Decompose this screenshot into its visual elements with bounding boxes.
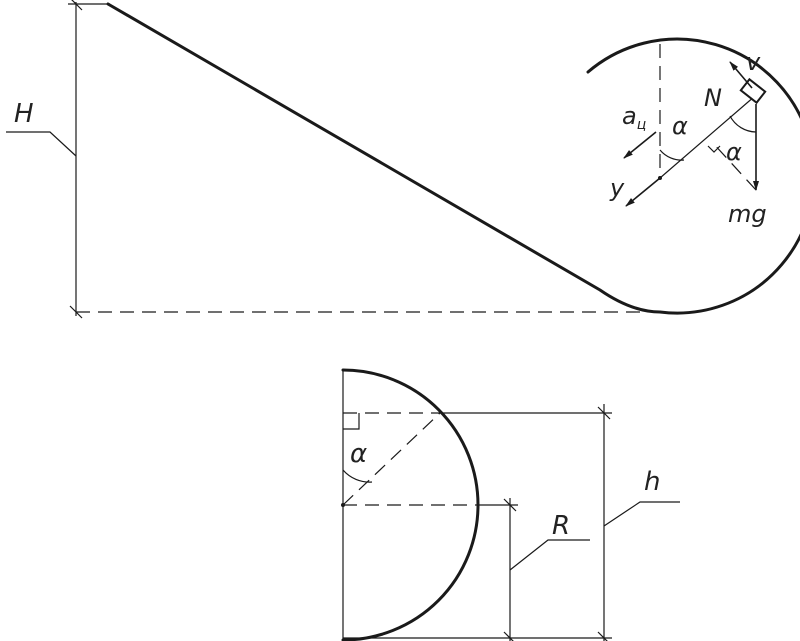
angle-arc-center: [659, 149, 685, 161]
height-label-leader: [6, 131, 77, 157]
radius-label: R: [552, 511, 570, 541]
centripetal-acceleration-symbol: a: [622, 102, 637, 130]
radius-line: [659, 95, 756, 179]
track-incline-and-loop: [106, 2, 800, 315]
upper-figure: H v N mg α α aц y: [6, 0, 800, 319]
h-label-leader: [603, 501, 680, 527]
lower-radius-dashed: [342, 412, 441, 506]
centripetal-acceleration-label: aц: [622, 102, 646, 133]
velocity-arrow: [729, 61, 753, 89]
centripetal-acceleration-subscript: ц: [637, 117, 647, 133]
h-dimension-top-tick: [597, 406, 611, 420]
lower-angle-label: α: [350, 439, 367, 469]
angle-label-center: α: [672, 112, 688, 140]
radius-dimension-bottom-tick: [503, 631, 514, 641]
sliding-body: [739, 77, 767, 105]
velocity-label: v: [746, 48, 761, 76]
height-dimension-top-tick: [71, 0, 83, 11]
right-angle-mark-lower: [343, 413, 360, 430]
h-label: h: [644, 467, 660, 497]
right-angle-mark-upper: [707, 145, 721, 153]
h-dimension-bottom-tick: [597, 631, 608, 641]
lower-angle-arc: [342, 469, 373, 483]
y-axis-label: y: [609, 174, 625, 202]
centripetal-acceleration-arrow: [623, 131, 657, 159]
y-axis-arrow: [625, 177, 661, 207]
lower-figure: α R h: [341, 368, 680, 641]
angle-arc-body: [729, 115, 757, 133]
height-label: H: [14, 99, 34, 129]
radius-dimension-top-tick: [503, 498, 517, 512]
gravity-projection-line: [711, 141, 757, 191]
normal-force-label: N: [704, 84, 722, 112]
gravity-label: mg: [728, 200, 767, 228]
angle-label-body: α: [726, 138, 742, 166]
radius-label-leader: [509, 539, 590, 571]
